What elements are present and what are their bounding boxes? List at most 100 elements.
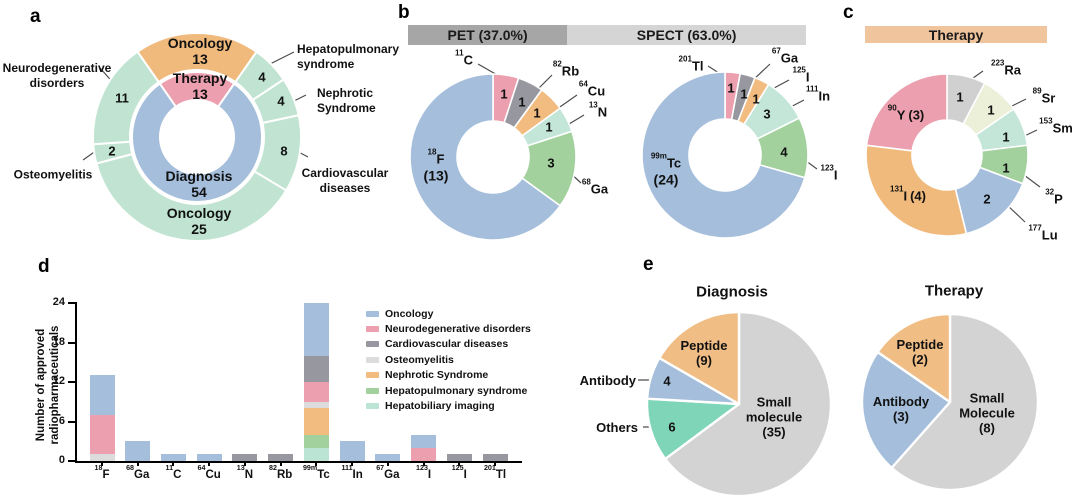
isotope-18F: 18F [427,147,445,167]
slice-value: 13 [192,86,208,102]
legend-swatch-oncology [366,310,379,317]
slice-value-201Tl: 1 [727,80,735,96]
isotope-label-111In: 111In [805,84,831,104]
pet-header: PET (37.0%) [408,25,568,45]
slice-value-32P: 1 [1002,160,1010,176]
pie-diagnosis [645,310,833,496]
bar [446,303,472,461]
isotope-label-11C: 11C [455,48,473,68]
y-axis-tick-label: 18 [52,335,65,348]
isotope-99mTc: 99mTc [650,151,682,171]
bar-segment-oncology [89,375,115,415]
slice-value: 25 [191,221,207,237]
therapy-slice-label-90Y: 90Y(3) [888,104,925,122]
chart-slice [645,397,741,461]
legend-row: Hepatobiliary imaging [366,398,531,413]
therapy-header-bar: Therapy [865,26,1047,43]
slice-value: 13 [192,51,208,67]
chart-slice [664,310,833,496]
bar-segment-neurodegenerative [411,447,437,461]
therapy-header: Therapy [865,26,1047,43]
x-axis-tick-label: 18F [94,463,110,481]
isotope-label-64Cu: 64Cu [578,79,606,99]
donut-spect-ring [641,71,809,239]
slice-name: Oncology [166,205,232,221]
callout-osteomyelitis: Osteomyelitis [13,167,93,182]
slice-value-hepatopulmonary: 4 [258,69,266,85]
isotope-label-125I: 125I [792,65,810,85]
slice-value: (13) [423,167,449,184]
donut-therapy-ring [865,73,1029,237]
bar-segment-cardiovascular [232,454,258,461]
legend-row: Cardiovascular diseases [366,337,531,352]
spect-header: SPECT (63.0%) [567,25,806,45]
x-axis-tick [458,461,461,466]
x-axis-tick [422,461,425,466]
bar [482,303,508,461]
legend-swatch-cardiovascular [366,341,379,348]
panel-letter-c: c [843,2,854,23]
slice-value-89Sr: 1 [987,102,995,118]
chart-slice [890,312,1040,492]
bar-segment-oncology [125,441,151,461]
bar [303,303,329,461]
slice-value-223Ra: 1 [956,89,964,105]
chart-slice [409,73,561,241]
legend-swatch-neurodegenerative [366,326,379,333]
isotope-label-82Rb: 82Rb [552,59,580,79]
legend-label: Cardiovascular diseases [385,338,509,351]
x-axis-tick-label: 123I [416,463,432,481]
y-axis-tick [68,420,77,423]
y-axis-tick-label: 6 [58,414,65,427]
panel-letter-d: d [38,256,50,277]
slice-value-11C: 1 [500,86,508,102]
isotope-label-32P: 32P [1045,187,1063,207]
diagnosis-antibody-label: Antibody [579,373,636,388]
slice-value-123I: 4 [780,144,788,160]
slice-value-153Sm: 1 [1002,129,1010,145]
slice-label-oncology-diagnosis: Oncology 25 [167,205,232,237]
bar-segment-cardiovascular [482,454,508,461]
x-axis-tick-label: 13N [236,463,254,481]
isotope-label-123I: 123I [820,163,838,183]
x-axis-tick-label: 125I [451,463,467,481]
isotope-label-153Sm: 153Sm [1039,116,1073,136]
legend-swatch-osteomyelitis [366,356,379,363]
therapy-peptide-label: Peptide(2) [896,337,944,367]
bar-segment-oncology [196,454,222,461]
x-axis-tick [172,461,175,466]
slice-label-therapy: Therapy 13 [173,70,227,102]
bar-segment-hepatobiliary [303,447,329,461]
x-axis-tick-label: 11C [165,463,182,481]
x-axis-tick-label: 68Ga [126,463,150,481]
isotope-label-67Ga: 67Ga [771,46,799,66]
legend-label: Osteomyelitis [385,353,454,366]
isotope-label-201Tl: 201Tl [678,54,704,74]
diagnosis-antibody-value: 4 [663,373,671,389]
panel-letter-b: b [398,2,410,23]
legend-label: Nephrotic Syndrome [385,369,489,382]
x-axis-tick-label: 99mTc [302,463,330,481]
slice-value: 54 [191,184,207,200]
slice-value-82Rb: 1 [518,94,526,110]
chart-slice [92,50,160,146]
legend-row: Osteomyelitis [366,352,531,367]
bar [268,303,294,461]
chart-slice [876,312,952,404]
x-axis-tick [136,461,139,466]
chart-slice [658,310,741,406]
legend-swatch-hepatobiliary [366,403,379,410]
pie-diagnosis-slices [645,310,833,496]
slice-value-68Ga: 3 [547,155,555,171]
y-axis-tick [68,341,77,344]
diagnosis-pie-title: Diagnosis [696,283,768,301]
donut-spect [641,71,809,239]
slice-value-nephrotic: 4 [277,93,285,109]
slice-value-cardiovascular: 8 [280,143,288,159]
legend-swatch-nephrotic [366,372,379,379]
